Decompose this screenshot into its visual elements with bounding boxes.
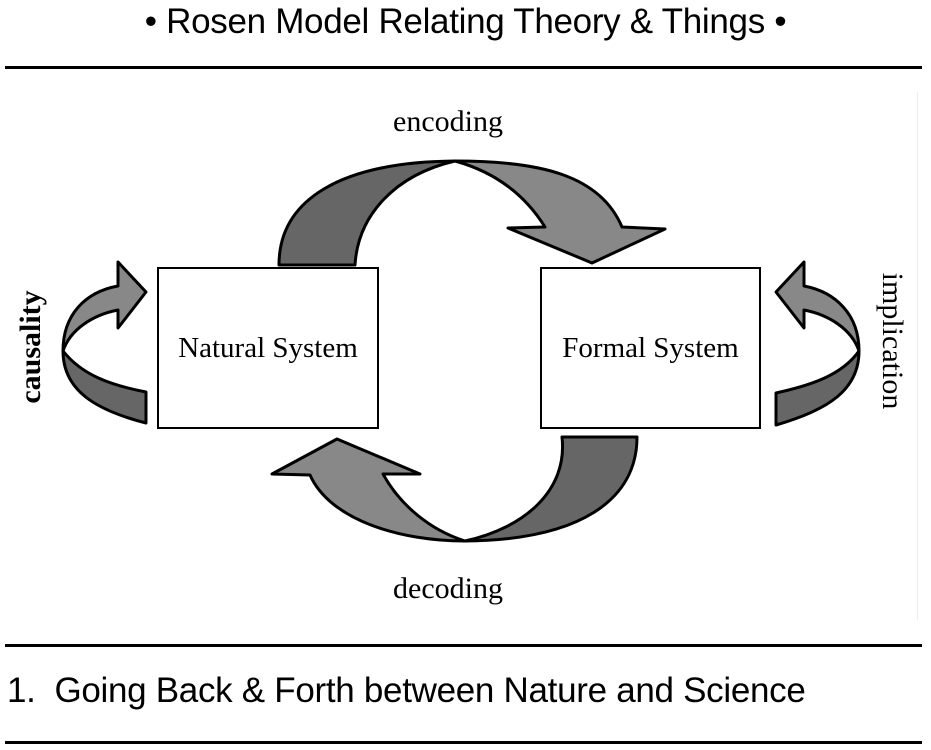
- slide-footer: 1. Going Back & Forth between Nature and…: [7, 671, 806, 710]
- decoding-arrow: [270, 435, 639, 543]
- frame-edge: [917, 92, 918, 620]
- causality-label: causality: [14, 290, 47, 404]
- formal-system-node: Formal System: [540, 267, 761, 429]
- footer-bottom-divider: [5, 741, 922, 744]
- encoding-label: encoding: [393, 105, 503, 138]
- causality-arrow: [61, 260, 148, 425]
- implication-arrow: [774, 260, 861, 427]
- natural-system-node: Natural System: [157, 267, 379, 429]
- causality-arrow-tail: [61, 349, 148, 425]
- decoding-label: decoding: [393, 572, 503, 605]
- footer-top-divider: [5, 644, 922, 647]
- implication-arrow-head: [774, 260, 861, 353]
- decoding-arrow-tail: [463, 435, 639, 543]
- implication-arrow-tail: [774, 349, 861, 427]
- slide-title: • Rosen Model Relating Theory & Things •: [144, 2, 787, 41]
- encoding-arrow: [277, 159, 667, 267]
- natural-system-label: Natural System: [178, 331, 358, 364]
- formal-system-label: Formal System: [562, 331, 739, 364]
- encoding-arrow-head: [453, 159, 667, 265]
- decoding-arrow-head: [270, 437, 467, 543]
- causality-arrow-head: [61, 260, 148, 353]
- encoding-arrow-tail: [277, 159, 457, 267]
- implication-label: implication: [876, 272, 909, 410]
- title-divider: [5, 66, 922, 69]
